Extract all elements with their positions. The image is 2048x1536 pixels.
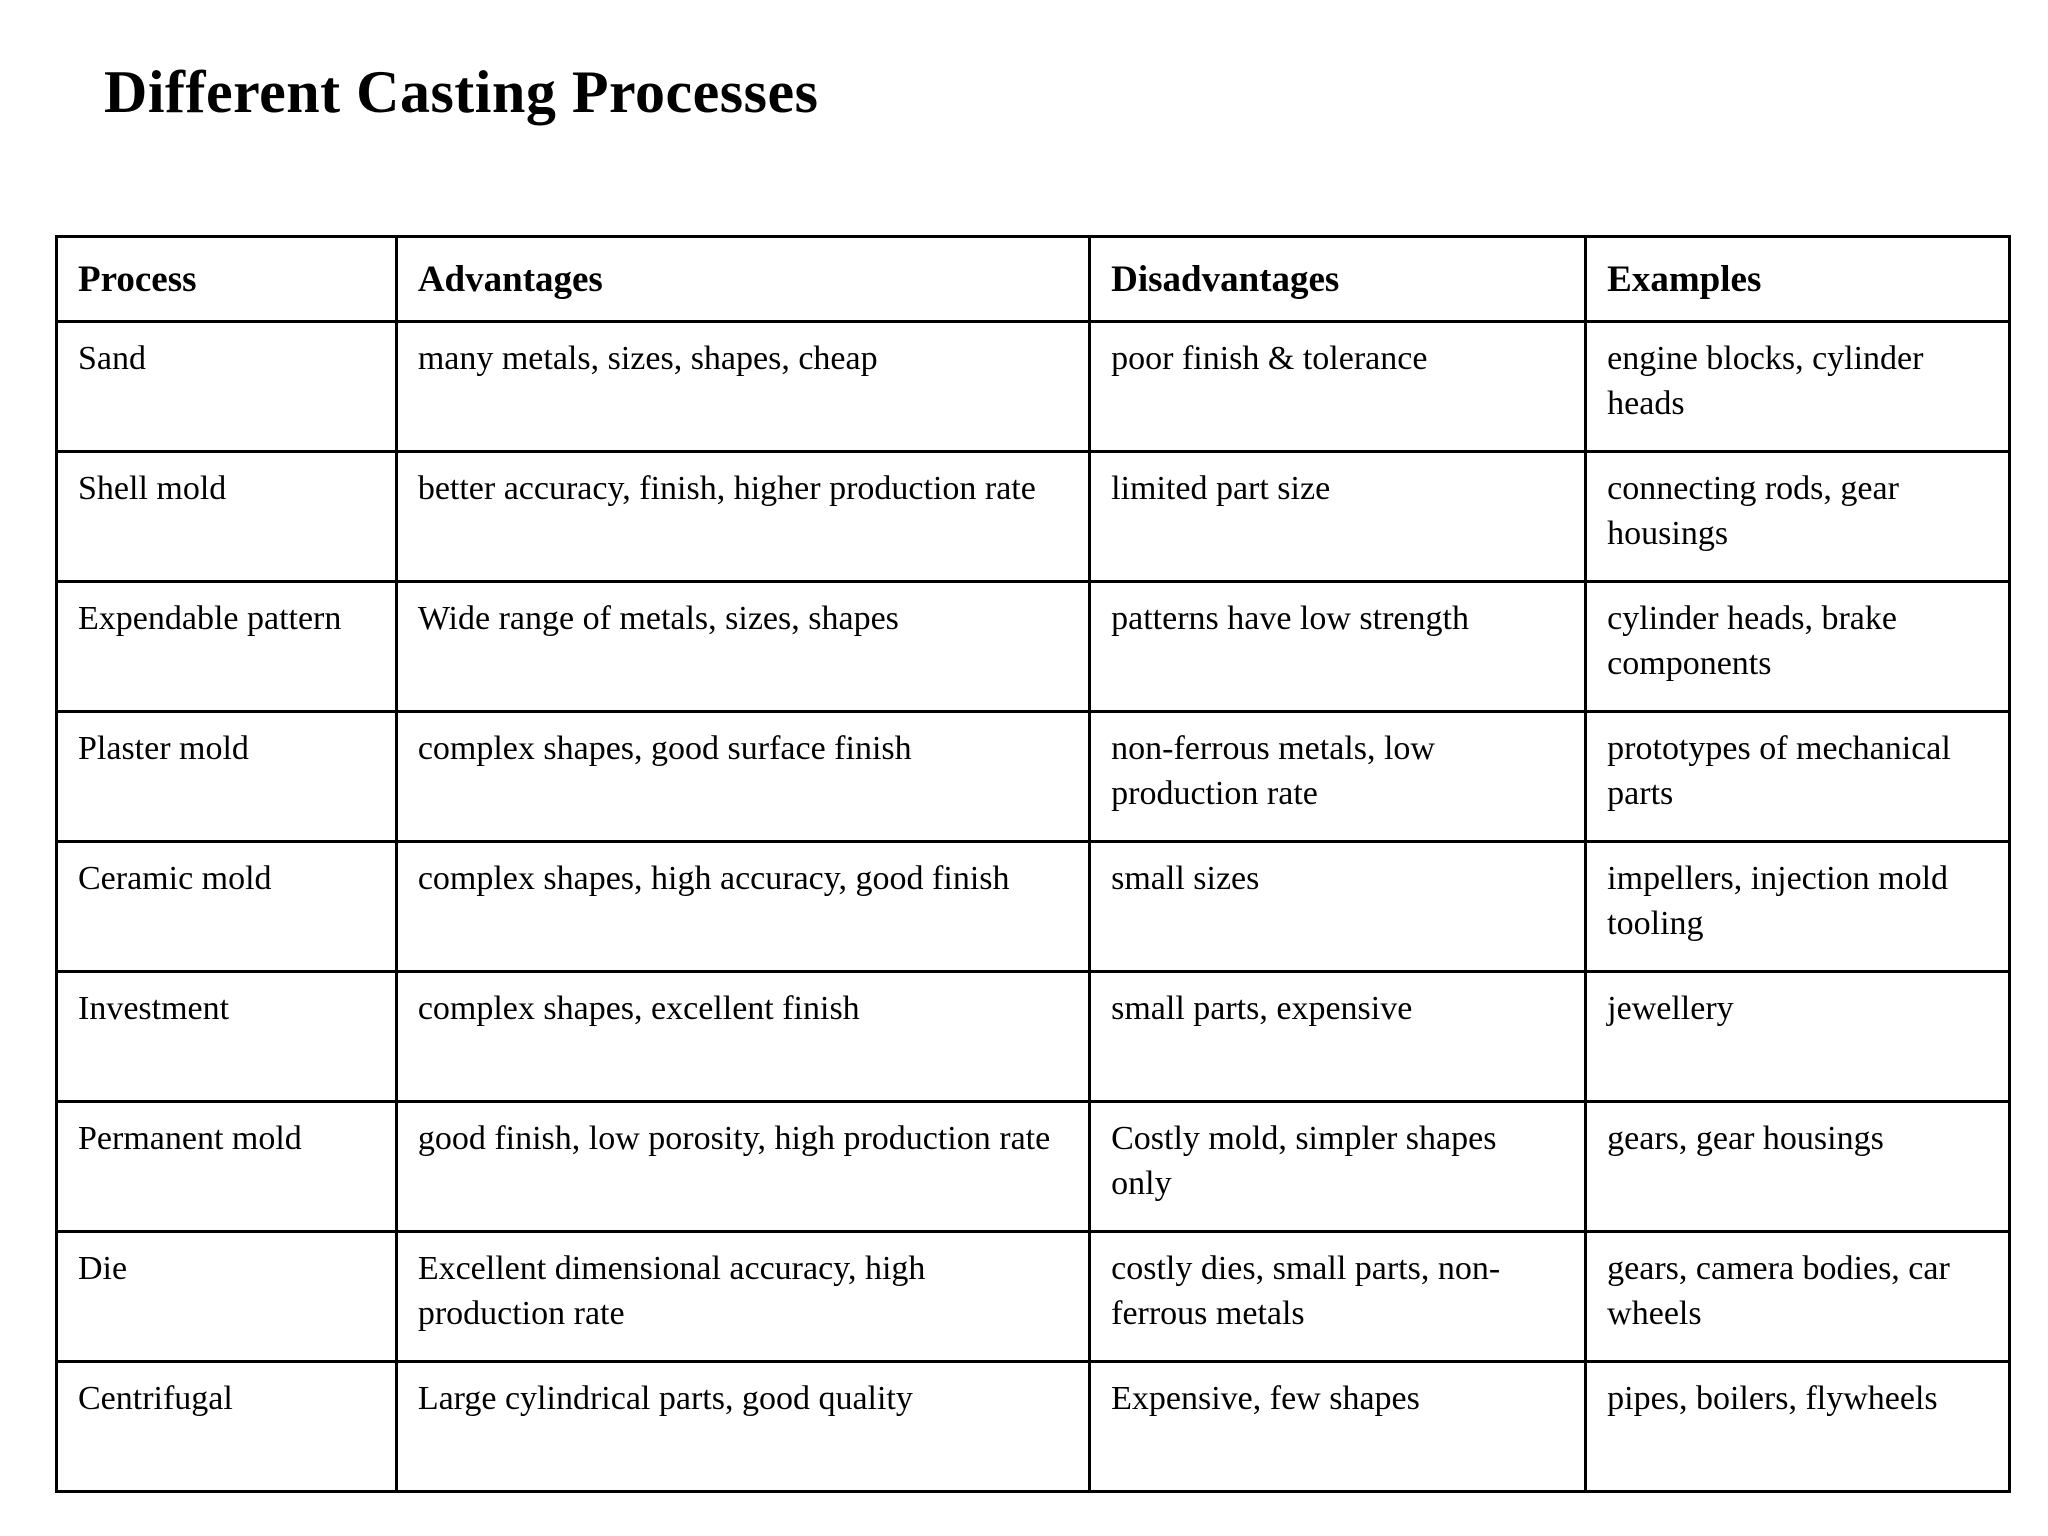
table-row-sand: Sand many metals, sizes, shapes, cheap p… <box>55 320 2011 453</box>
table-header-row: Process Advantages Disadvantages Example… <box>55 235 2011 323</box>
table-row-investment: Investment complex shapes, excellent fin… <box>55 970 2011 1103</box>
cell-advantages: Wide range of metals, sizes, shapes <box>394 580 1092 713</box>
cell-disadvantages: Expensive, few shapes <box>1088 1360 1588 1493</box>
cell-advantages: Large cylindrical parts, good quality <box>394 1360 1092 1493</box>
cell-advantages: many metals, sizes, shapes, cheap <box>394 320 1092 453</box>
table-row-expendable-pattern: Expendable pattern Wide range of metals,… <box>55 580 2011 713</box>
cell-process: Centrifugal <box>55 1360 398 1493</box>
cell-advantages: better accuracy, finish, higher producti… <box>394 450 1092 583</box>
cell-process: Plaster mold <box>55 710 398 843</box>
table-row-shell-mold: Shell mold better accuracy, finish, high… <box>55 450 2011 583</box>
cell-advantages: complex shapes, good surface finish <box>394 710 1092 843</box>
cell-disadvantages: small parts, expensive <box>1088 970 1588 1103</box>
table-row-plaster-mold: Plaster mold complex shapes, good surfac… <box>55 710 2011 843</box>
column-header-disadvantages: Disadvantages <box>1088 235 1588 323</box>
cell-examples: engine blocks, cylinder heads <box>1584 320 2011 453</box>
cell-disadvantages: poor finish & tolerance <box>1088 320 1588 453</box>
table-row-permanent-mold: Permanent mold good finish, low porosity… <box>55 1100 2011 1233</box>
cell-examples: connecting rods, gear housings <box>1584 450 2011 583</box>
cell-process: Die <box>55 1230 398 1363</box>
cell-disadvantages: costly dies, small parts, non-ferrous me… <box>1088 1230 1588 1363</box>
cell-process: Shell mold <box>55 450 398 583</box>
cell-process: Ceramic mold <box>55 840 398 973</box>
cell-advantages: complex shapes, high accuracy, good fini… <box>394 840 1092 973</box>
cell-examples: prototypes of mechanical parts <box>1584 710 2011 843</box>
cell-disadvantages: limited part size <box>1088 450 1588 583</box>
cell-disadvantages: Costly mold, simpler shapes only <box>1088 1100 1588 1233</box>
column-header-advantages: Advantages <box>394 235 1092 323</box>
page-title: Different Casting Processes <box>104 59 819 125</box>
cell-advantages: complex shapes, excellent finish <box>394 970 1092 1103</box>
cell-examples: impellers, injection mold tooling <box>1584 840 2011 973</box>
table-row-die: Die Excellent dimensional accuracy, high… <box>55 1230 2011 1363</box>
cell-examples: jewellery <box>1584 970 2011 1103</box>
cell-process: Permanent mold <box>55 1100 398 1233</box>
cell-examples: pipes, boilers, flywheels <box>1584 1360 2011 1493</box>
column-header-process: Process <box>55 235 398 323</box>
casting-processes-table: Process Advantages Disadvantages Example… <box>55 235 2011 1493</box>
table-row-ceramic-mold: Ceramic mold complex shapes, high accura… <box>55 840 2011 973</box>
cell-advantages: good finish, low porosity, high producti… <box>394 1100 1092 1233</box>
cell-process: Expendable pattern <box>55 580 398 713</box>
cell-disadvantages: patterns have low strength <box>1088 580 1588 713</box>
cell-examples: gears, camera bodies, car wheels <box>1584 1230 2011 1363</box>
cell-disadvantages: non-ferrous metals, low production rate <box>1088 710 1588 843</box>
cell-examples: cylinder heads, brake components <box>1584 580 2011 713</box>
cell-examples: gears, gear housings <box>1584 1100 2011 1233</box>
cell-disadvantages: small sizes <box>1088 840 1588 973</box>
cell-advantages: Excellent dimensional accuracy, high pro… <box>394 1230 1092 1363</box>
column-header-examples: Examples <box>1584 235 2011 323</box>
cell-process: Sand <box>55 320 398 453</box>
table-row-centrifugal: Centrifugal Large cylindrical parts, goo… <box>55 1360 2011 1493</box>
cell-process: Investment <box>55 970 398 1103</box>
